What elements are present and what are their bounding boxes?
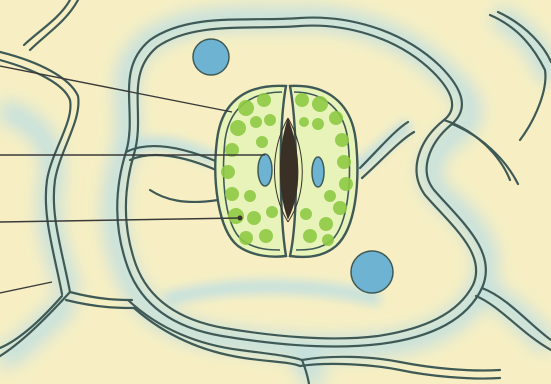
vacuole-top: [193, 39, 229, 75]
vacuole-bottom: [351, 251, 393, 293]
left-nucleus: [258, 154, 272, 186]
right-nucleus: [312, 157, 324, 187]
